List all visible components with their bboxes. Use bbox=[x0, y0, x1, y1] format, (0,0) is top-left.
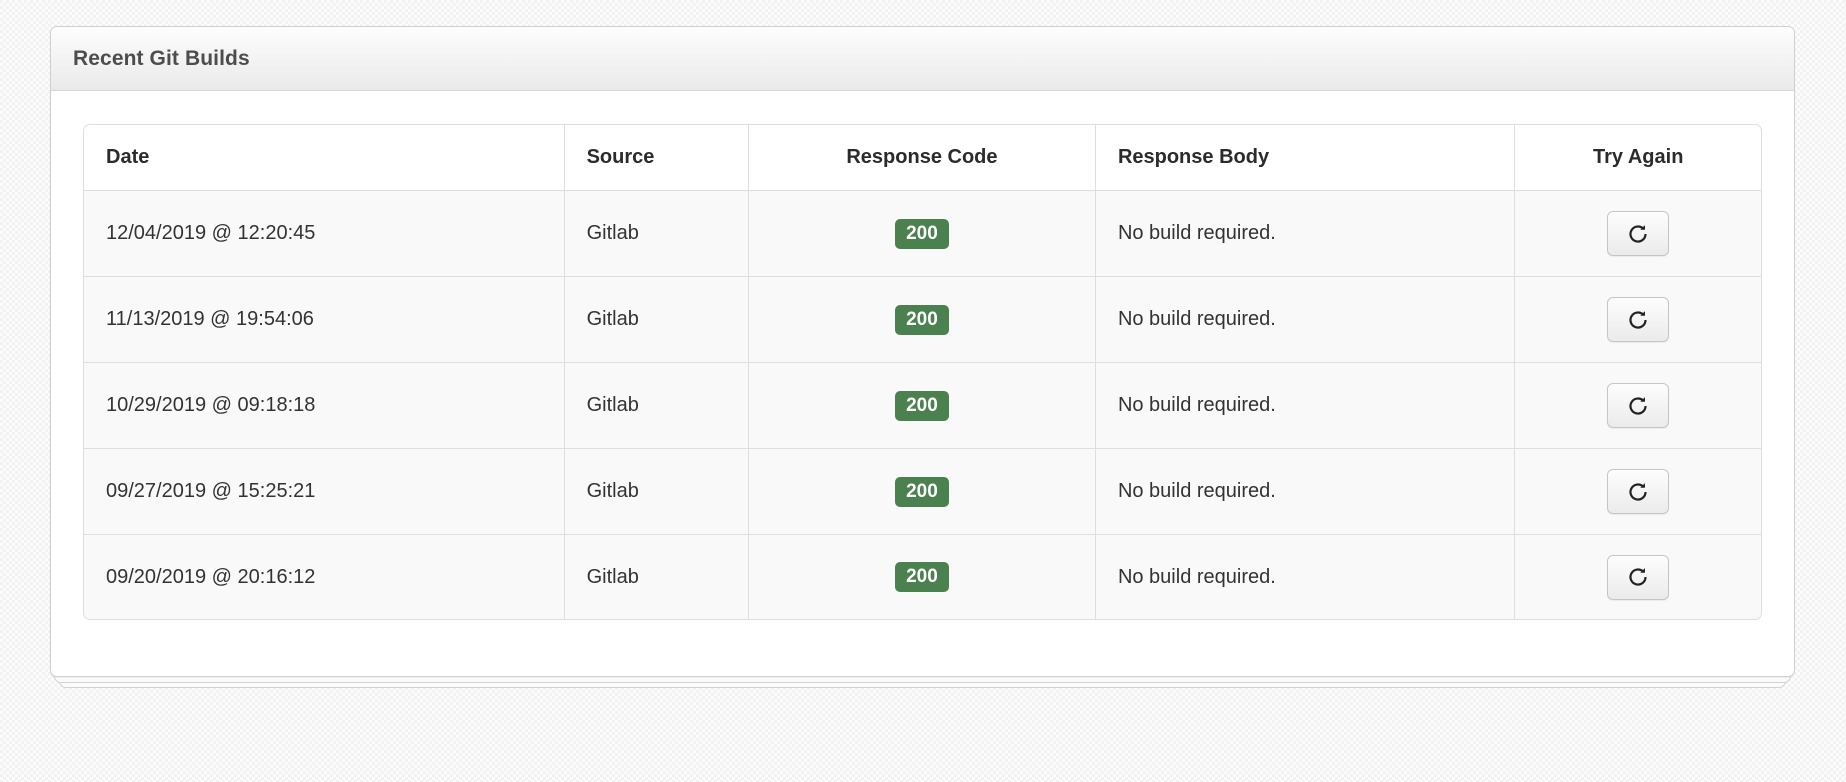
cell-source: Gitlab bbox=[563, 448, 748, 534]
status-badge: 200 bbox=[895, 476, 949, 507]
builds-table-head: Date Source Response Code Response Body … bbox=[83, 124, 1762, 190]
cell-date: 09/27/2019 @ 15:25:21 bbox=[83, 448, 564, 534]
cell-try-again bbox=[1514, 276, 1762, 362]
builds-table: Date Source Response Code Response Body … bbox=[83, 124, 1762, 620]
cell-response-body: No build required. bbox=[1094, 534, 1515, 620]
cell-source: Gitlab bbox=[563, 276, 748, 362]
table-row: 10/29/2019 @ 09:18:18 Gitlab 200 No buil… bbox=[83, 362, 1762, 448]
recent-git-builds-panel-wrapper: Recent Git Builds Date Source Response C… bbox=[50, 26, 1795, 688]
cell-response-body: No build required. bbox=[1094, 362, 1515, 448]
status-badge: 200 bbox=[895, 304, 949, 335]
column-header-response-code: Response Code bbox=[747, 124, 1095, 190]
cell-source: Gitlab bbox=[563, 362, 748, 448]
column-header-source: Source bbox=[563, 124, 748, 190]
page-title: Recent Git Builds bbox=[73, 46, 250, 70]
refresh-icon bbox=[1627, 395, 1649, 417]
cell-date: 09/20/2019 @ 20:16:12 bbox=[83, 534, 564, 620]
cell-try-again bbox=[1514, 448, 1762, 534]
cell-response-code: 200 bbox=[747, 276, 1095, 362]
retry-build-button[interactable] bbox=[1607, 469, 1670, 514]
table-row: 09/27/2019 @ 15:25:21 Gitlab 200 No buil… bbox=[83, 448, 1762, 534]
cell-date: 10/29/2019 @ 09:18:18 bbox=[83, 362, 564, 448]
cell-response-code: 200 bbox=[747, 190, 1095, 276]
cell-response-body: No build required. bbox=[1094, 276, 1515, 362]
table-row: 09/20/2019 @ 20:16:12 Gitlab 200 No buil… bbox=[83, 534, 1762, 620]
cell-response-body: No build required. bbox=[1094, 448, 1515, 534]
table-row: 11/13/2019 @ 19:54:06 Gitlab 200 No buil… bbox=[83, 276, 1762, 362]
cell-source: Gitlab bbox=[563, 534, 748, 620]
recent-git-builds-panel: Recent Git Builds Date Source Response C… bbox=[50, 26, 1795, 677]
refresh-icon bbox=[1627, 223, 1649, 245]
cell-date: 12/04/2019 @ 12:20:45 bbox=[83, 190, 564, 276]
cell-response-code: 200 bbox=[747, 362, 1095, 448]
retry-build-button[interactable] bbox=[1607, 554, 1670, 600]
retry-build-button[interactable] bbox=[1607, 297, 1670, 342]
status-badge: 200 bbox=[895, 390, 949, 421]
refresh-icon bbox=[1627, 481, 1649, 503]
table-row: 12/04/2019 @ 12:20:45 Gitlab 200 No buil… bbox=[83, 190, 1762, 276]
refresh-icon bbox=[1627, 309, 1649, 331]
column-header-date: Date bbox=[83, 124, 564, 190]
table-header-row: Date Source Response Code Response Body … bbox=[83, 124, 1762, 190]
cell-response-code: 200 bbox=[747, 448, 1095, 534]
retry-build-button[interactable] bbox=[1607, 383, 1670, 428]
cell-try-again bbox=[1514, 190, 1762, 276]
retry-build-button[interactable] bbox=[1607, 211, 1670, 256]
cell-try-again bbox=[1514, 534, 1762, 620]
builds-table-body: 12/04/2019 @ 12:20:45 Gitlab 200 No buil… bbox=[83, 190, 1762, 620]
column-header-try-again: Try Again bbox=[1514, 124, 1762, 190]
status-badge: 200 bbox=[895, 562, 949, 592]
status-badge: 200 bbox=[895, 218, 949, 249]
panel-heading: Recent Git Builds bbox=[51, 27, 1794, 91]
cell-response-code: 200 bbox=[747, 534, 1095, 620]
cell-source: Gitlab bbox=[563, 190, 748, 276]
cell-date: 11/13/2019 @ 19:54:06 bbox=[83, 276, 564, 362]
refresh-icon bbox=[1627, 566, 1649, 588]
cell-response-body: No build required. bbox=[1094, 190, 1515, 276]
cell-try-again bbox=[1514, 362, 1762, 448]
panel-body: Date Source Response Code Response Body … bbox=[51, 91, 1794, 676]
column-header-response-body: Response Body bbox=[1094, 124, 1515, 190]
